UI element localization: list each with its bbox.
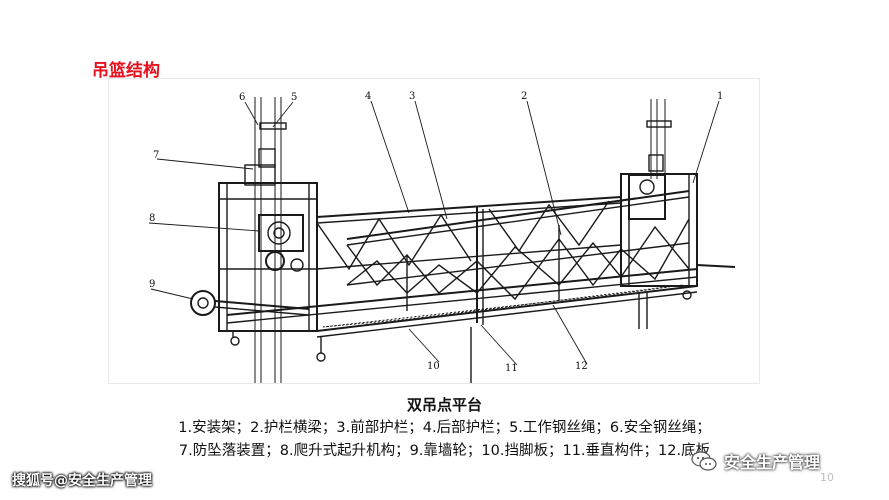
- wechat-watermark-text: 安全生产管理: [724, 453, 821, 472]
- callout-9: 9: [149, 279, 155, 290]
- callout-8: 8: [149, 213, 155, 224]
- callout-1: 1: [717, 91, 723, 102]
- callout-11: 11: [505, 363, 518, 374]
- sohu-watermark: 搜狐号@安全生产管理: [12, 473, 152, 489]
- wechat-watermark: 安全生产管理: [690, 449, 820, 473]
- slide-title: 吊篮结构: [92, 61, 160, 81]
- callout-12: 12: [575, 361, 588, 372]
- legend-line-2: 7.防坠落装置；8.爬升式起升机构；9.靠墙轮；10.挡脚板；11.垂直构件；1…: [178, 443, 711, 459]
- diagram-caption-heading: 双吊点平台: [406, 396, 482, 414]
- page-number: 10: [820, 471, 834, 484]
- callout-2: 2: [521, 91, 527, 102]
- callout-10: 10: [427, 361, 440, 372]
- callout-3: 3: [409, 91, 415, 102]
- callout-6: 6: [239, 92, 245, 103]
- callout-7: 7: [153, 150, 159, 161]
- gondola-diagram: 1 2 3 4 5 6 7 8 9 10 11 12: [108, 78, 760, 384]
- legend-line-1: 1.安装架；2.护栏横梁；3.前部护栏；4.后部护栏；5.工作钢丝绳；6.安全钢…: [178, 420, 711, 436]
- wechat-icon: [691, 451, 717, 471]
- callout-4: 4: [365, 91, 371, 102]
- gondola-drawing: 1 2 3 4 5 6 7 8 9 10 11 12: [148, 91, 736, 383]
- callout-5: 5: [291, 92, 297, 103]
